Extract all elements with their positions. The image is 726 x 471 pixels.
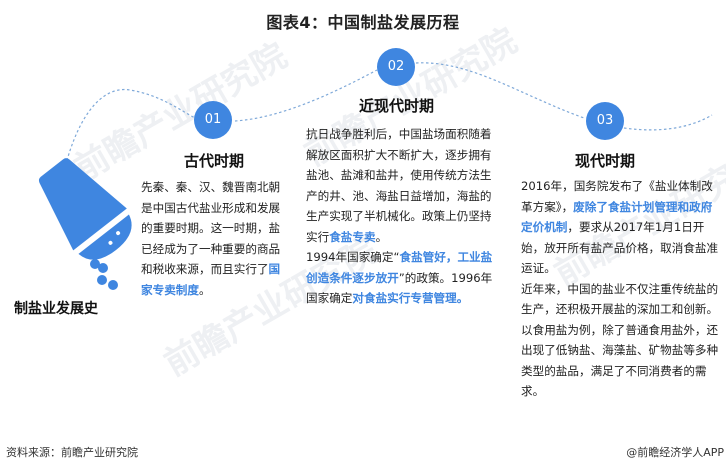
body-text: 近年来，中国的盐业不仅注重传统盐的生产，还积极开展盐的深加工和创新。以食用盐为例… [521, 281, 719, 399]
stage-number-badge: 01 [194, 101, 232, 139]
body-text: 抗日战争胜利后，中国盐场面积随着解放区面积扩大不断扩大，逐步拥有盐池、盐滩和盐井… [306, 127, 492, 244]
chart-title: 图表4：中国制盐发展历程 [266, 13, 460, 32]
body-text: 1994年国家确定“ [306, 250, 400, 264]
highlighted-text: 食盐专卖 [329, 229, 376, 244]
credit-note: @前瞻经济学人APP [626, 446, 724, 459]
body-text: 2016年，国务院发布了《盐业体制改革方案》， [521, 179, 713, 214]
highlighted-text: 国家专卖制度 [141, 262, 281, 297]
body-text: ，要求从2017年1月1日开始，放开所有盐产品价格，取消食盐准运证。 [521, 220, 719, 275]
paragraph: 近年来，中国的盐业不仅注重传统盐的生产，还积极开展盐的深加工和创新。以食用盐为例… [521, 279, 719, 402]
source-note: 资料来源：前瞻产业研究院 [6, 446, 138, 459]
stage-number-badge: 03 [586, 102, 624, 140]
stage-number-badge: 02 [377, 48, 415, 86]
stage-description: 先秦、秦、汉、魏晋南北朝是中国古代盐业形成和发展的重要时期。这一时期，盐已经成为… [141, 177, 289, 300]
stage-description: 2016年，国务院发布了《盐业体制改革方案》，废除了食盐计划管理和政府定价机制，… [521, 176, 719, 402]
body-text: 。 [198, 282, 211, 297]
stage-title: 古代时期 [183, 152, 244, 170]
body-text: 。 [375, 229, 388, 244]
stage-description: 抗日战争胜利后，中国盐场面积随着解放区面积扩大不断扩大，逐步拥有盐池、盐滩和盐井… [306, 124, 496, 309]
history-label: 制盐业发展史 [14, 301, 98, 317]
highlighted-text: 对食盐实行专营管理。 [352, 291, 469, 305]
highlighted-text: 废除了食盐计划管理和政府定价机制 [521, 199, 713, 235]
body-text: 先秦、秦、汉、魏晋南北朝是中国古代盐业形成和发展的重要时期。这一时期，盐已经成为… [141, 180, 281, 276]
salt-shaker-icon [38, 158, 132, 290]
paragraph: 先秦、秦、汉、魏晋南北朝是中国古代盐业形成和发展的重要时期。这一时期，盐已经成为… [141, 177, 289, 300]
stage-title: 近现代时期 [358, 97, 434, 115]
body-text: ”的政策。1996年国家确定 [306, 270, 493, 306]
stage-title: 现代时期 [574, 152, 635, 170]
paragraph: 2016年，国务院发布了《盐业体制改革方案》，废除了食盐计划管理和政府定价机制，… [521, 176, 719, 279]
highlighted-text: 食盐管好，工业盐创造条件逐步放开 [306, 250, 493, 285]
paragraph: 1994年国家确定“食盐管好，工业盐创造条件逐步放开”的政策。1996年国家确定… [306, 247, 496, 309]
paragraph: 抗日战争胜利后，中国盐场面积随着解放区面积扩大不断扩大，逐步拥有盐池、盐滩和盐井… [306, 124, 496, 247]
